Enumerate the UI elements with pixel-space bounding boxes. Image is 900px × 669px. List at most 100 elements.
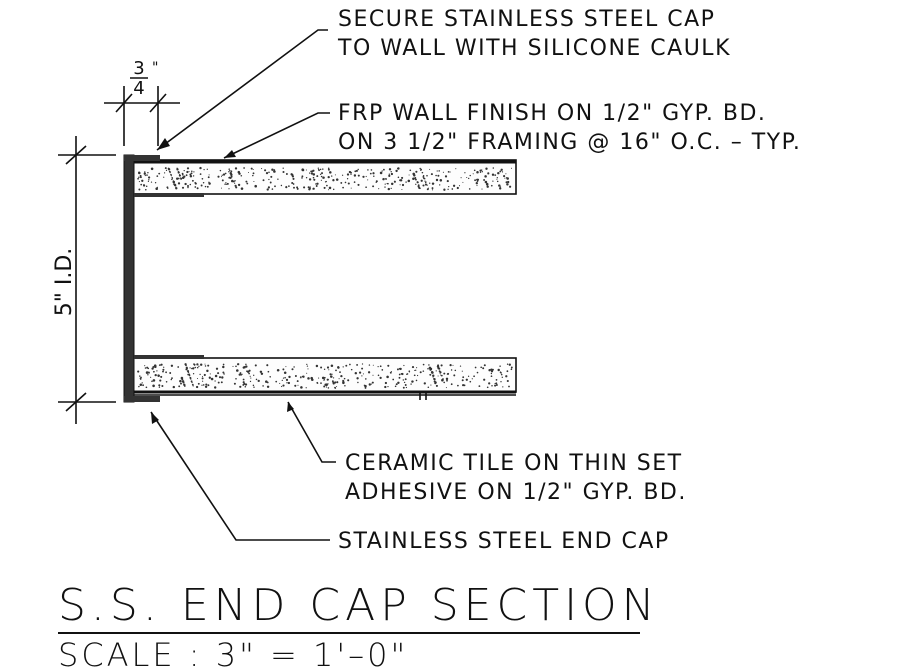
stipple-dot (435, 178, 439, 182)
stipple-dot (177, 182, 181, 185)
stipple-dot (435, 174, 437, 177)
stipple-dot (423, 177, 425, 180)
stipple-dot (282, 368, 285, 371)
stipple-dot (181, 186, 185, 189)
stipple-dot (440, 374, 443, 377)
stipple-dot (221, 174, 223, 176)
stipple-dot (307, 368, 309, 370)
stipple-dot (285, 366, 287, 368)
stipple-dot (271, 168, 274, 171)
stipple-dot (252, 172, 255, 175)
stipple-dot (239, 372, 242, 375)
stipple-dot (341, 174, 344, 176)
stipple-dot (209, 373, 211, 375)
stipple-dot (497, 368, 500, 372)
stipple-dot (207, 364, 210, 367)
stipple-dot (384, 385, 387, 389)
stipple-dot (439, 179, 443, 182)
stipple-dot (323, 376, 326, 379)
stipple-dot (356, 363, 359, 366)
stipple-dot (413, 374, 416, 377)
stipple-dot (274, 185, 276, 188)
stipple-dot (156, 186, 158, 188)
stipple-dot (327, 387, 330, 389)
stipple-dot (288, 375, 291, 379)
stipple-dot (342, 380, 345, 383)
stipple-dot (508, 385, 510, 388)
stipple-dot (229, 176, 231, 178)
stipple-dot (281, 385, 283, 388)
stipple-dot (371, 381, 374, 384)
stipple-dot (382, 178, 385, 181)
stipple-dot (474, 366, 477, 369)
stipple-dot (139, 383, 143, 386)
stipple-dot (260, 372, 264, 376)
stipple-dot (367, 371, 371, 374)
stipple-dot (196, 187, 199, 190)
stipple-dot (232, 365, 234, 367)
stipple-dot (309, 172, 311, 174)
stipple-dot (257, 379, 260, 383)
stipple-dot (269, 181, 272, 184)
stipple-dot (143, 184, 146, 187)
stipple-dot (158, 375, 160, 377)
stipple-dot (259, 370, 263, 374)
stipple-dot (438, 370, 441, 373)
stipple-dot (235, 378, 237, 380)
stipple-dot (254, 364, 257, 367)
stipple-dot (431, 182, 435, 185)
stipple-dot (206, 168, 208, 170)
stipple-dot (296, 186, 299, 189)
stipple-dot (311, 170, 314, 173)
stipple-dot (369, 172, 372, 175)
stipple-dot (321, 172, 323, 175)
stipple-dot (228, 188, 230, 190)
stipple-dot (429, 368, 432, 371)
stipple-dot (506, 177, 509, 180)
stipple-dot (414, 369, 416, 371)
stipple-dot (499, 170, 502, 173)
stipple-dot (306, 363, 308, 366)
stipple-dot (437, 367, 440, 370)
stipple-dot (204, 185, 207, 188)
stipple-dot (379, 365, 382, 368)
stipple-dot (422, 363, 425, 366)
stipple-dot (225, 182, 227, 184)
stipple-dot (189, 173, 192, 176)
stipple-dot (138, 181, 140, 183)
stipple-dot (177, 171, 180, 174)
stipple-dot (422, 184, 425, 187)
stipple-dot (463, 384, 466, 387)
stipple-dot (244, 383, 248, 386)
stipple-dot (350, 173, 352, 176)
stipple-dot (253, 374, 255, 376)
stipple-dot (192, 175, 195, 177)
stipple-dot (476, 171, 479, 174)
note-tile-line1: CERAMIC TILE ON THIN SET (345, 451, 683, 476)
stipple-dot (510, 368, 513, 371)
stipple-dot (431, 187, 434, 190)
stipple-dot (415, 369, 417, 371)
stipple-dot (189, 367, 191, 369)
stipple-dot (500, 372, 502, 374)
stipple-dot (403, 381, 406, 384)
stipple-dot (206, 369, 209, 373)
stipple-dot (347, 379, 350, 382)
stipple-dot (427, 367, 429, 370)
stipple-dot (229, 169, 231, 172)
stipple-dot (196, 377, 199, 380)
stipple-dot (423, 382, 426, 385)
stipple-dot (444, 175, 448, 178)
stipple-dot (427, 386, 430, 389)
stipple-dot (243, 167, 245, 169)
stipple-dot (495, 379, 498, 381)
stipple-dot (181, 378, 184, 381)
stipple-dot (475, 182, 478, 185)
stipple-dot (350, 187, 352, 189)
stipple-dot (499, 187, 501, 189)
stipple-dot (485, 167, 488, 170)
stipple-dot (372, 374, 374, 376)
stipple-dot (138, 188, 141, 191)
stipple-dot (291, 175, 295, 178)
stipple-dot (218, 376, 222, 379)
